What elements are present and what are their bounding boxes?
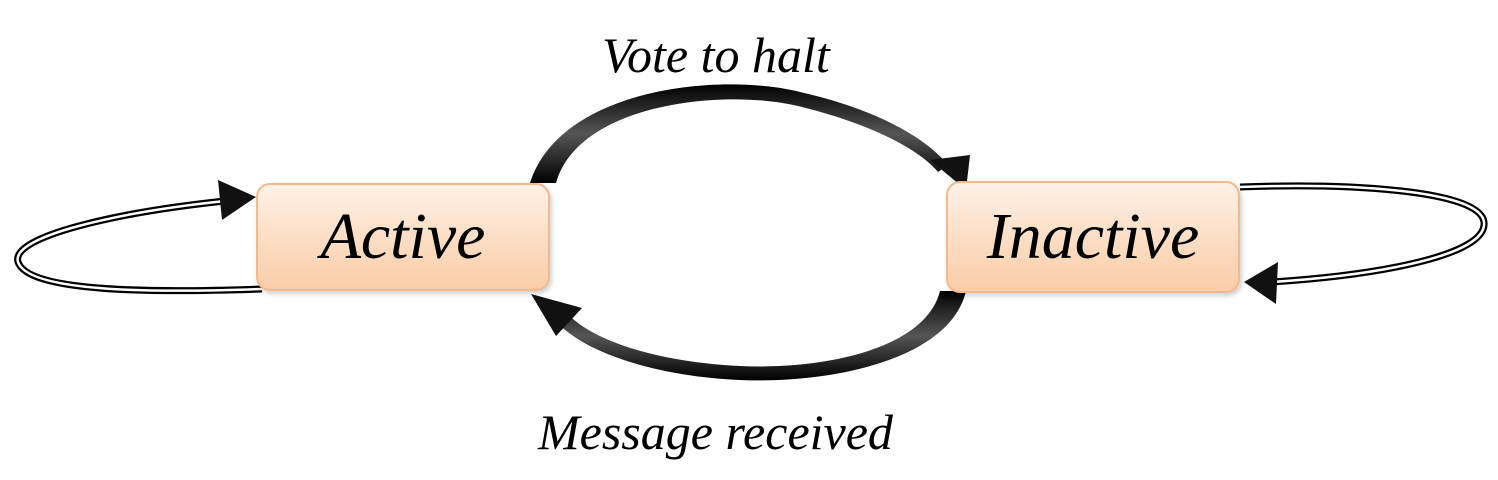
vote-to-halt-label: Vote to halt: [602, 27, 830, 83]
inactive-state-label: Inactive: [986, 200, 1200, 273]
vote-to-halt-arrow: [530, 84, 970, 190]
active-state-box: Active: [256, 183, 550, 291]
self-loop-inactive-arrow: [1239, 182, 1488, 304]
inactive-state-box: Inactive: [946, 181, 1240, 293]
message-received-arrow: [531, 291, 966, 381]
message-received-label: Message received: [538, 404, 893, 460]
active-state-label: Active: [320, 200, 486, 273]
self-loop-active-arrow: [14, 180, 263, 295]
